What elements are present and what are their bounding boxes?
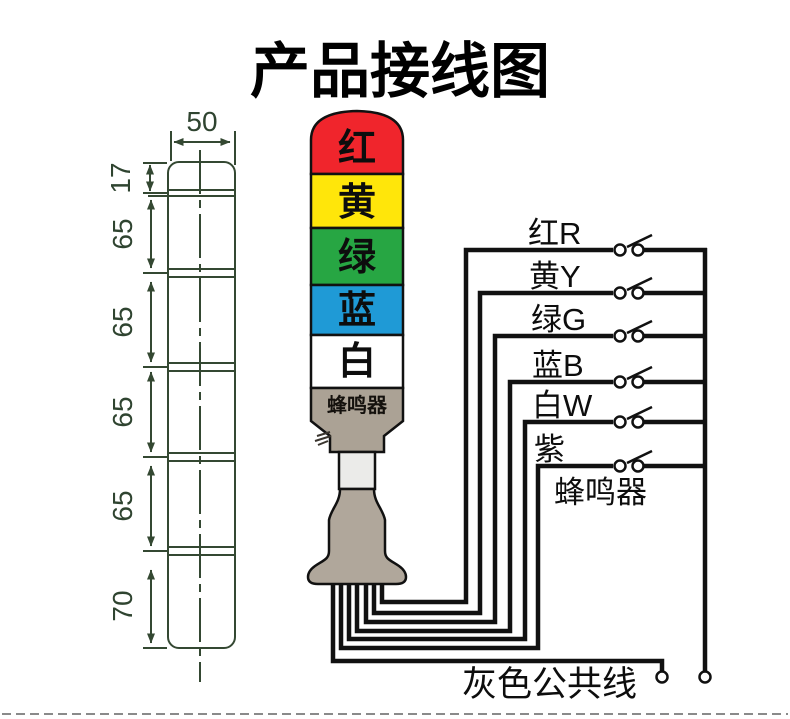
- label-yellow-y: 黄Y: [529, 259, 581, 294]
- sound-wave-icon: [314, 431, 332, 446]
- wire-purple-buzzer: [338, 463, 613, 651]
- lamp-red-label: 红: [338, 128, 376, 170]
- switch-green: [613, 319, 707, 343]
- switch-yellow: [613, 276, 707, 300]
- dimension-arrows: [146, 138, 231, 644]
- dim-seg-65-3: 65: [107, 396, 138, 427]
- wire-gray-common: [330, 583, 665, 671]
- common-terminal: [655, 670, 669, 684]
- extension-lines: [143, 131, 236, 649]
- switch-blue: [613, 365, 707, 389]
- wire-blue: [354, 379, 613, 634]
- dim-cap-17: 17: [105, 162, 136, 193]
- switch-red: [613, 233, 707, 257]
- wire-white: [346, 419, 613, 642]
- label-white-w: 白W: [532, 388, 593, 423]
- switch-bank: [613, 233, 712, 684]
- wire-yellow: [371, 290, 613, 616]
- wire-green: [363, 333, 613, 625]
- tower-pole: [337, 450, 377, 491]
- switch-white: [613, 405, 707, 429]
- segment-dividers: [168, 268, 235, 556]
- signal-tower: 红 黄 绿 蓝 白 蜂鸣器: [306, 109, 408, 586]
- label-blue-b: 蓝B: [532, 348, 584, 383]
- lamp-yellow-label: 黄: [338, 182, 376, 224]
- tower-outline: [167, 161, 236, 649]
- bus-terminal: [698, 670, 712, 684]
- buzzer-body: [309, 386, 405, 454]
- switch-buzzer: [613, 449, 707, 473]
- lamp-red: [309, 109, 405, 176]
- label-red-r: 红R: [528, 216, 581, 251]
- wire-red: [379, 247, 613, 605]
- lamp-blue-label: 蓝: [338, 290, 376, 332]
- dimension-view: 50 17 65 65 65 65 70: [105, 106, 236, 682]
- label-gray-common: 灰色公共线: [462, 665, 637, 704]
- lamp-blue: [309, 283, 405, 337]
- dim-width-50: 50: [186, 106, 217, 137]
- label-purple: 紫: [534, 432, 565, 467]
- page-title: 产品接线图: [250, 38, 550, 105]
- dim-base-70: 70: [107, 590, 138, 621]
- lamp-green-label: 绿: [338, 237, 377, 279]
- dim-seg-65-2: 65: [107, 306, 138, 337]
- dim-seg-65-4: 65: [107, 490, 138, 521]
- dim-seg-65-1: 65: [107, 218, 138, 249]
- tower-base: [306, 487, 408, 586]
- wire-labels: 红R 黄Y 绿G 蓝B 白W 紫 蜂鸣器 灰色公共线: [462, 216, 647, 704]
- lamp-white-label: 白: [338, 341, 376, 383]
- label-buzzer-wire: 蜂鸣器: [554, 475, 647, 510]
- wires: [330, 247, 665, 671]
- label-green-g: 绿G: [531, 302, 586, 337]
- buzzer-label: 蜂鸣器: [327, 393, 388, 417]
